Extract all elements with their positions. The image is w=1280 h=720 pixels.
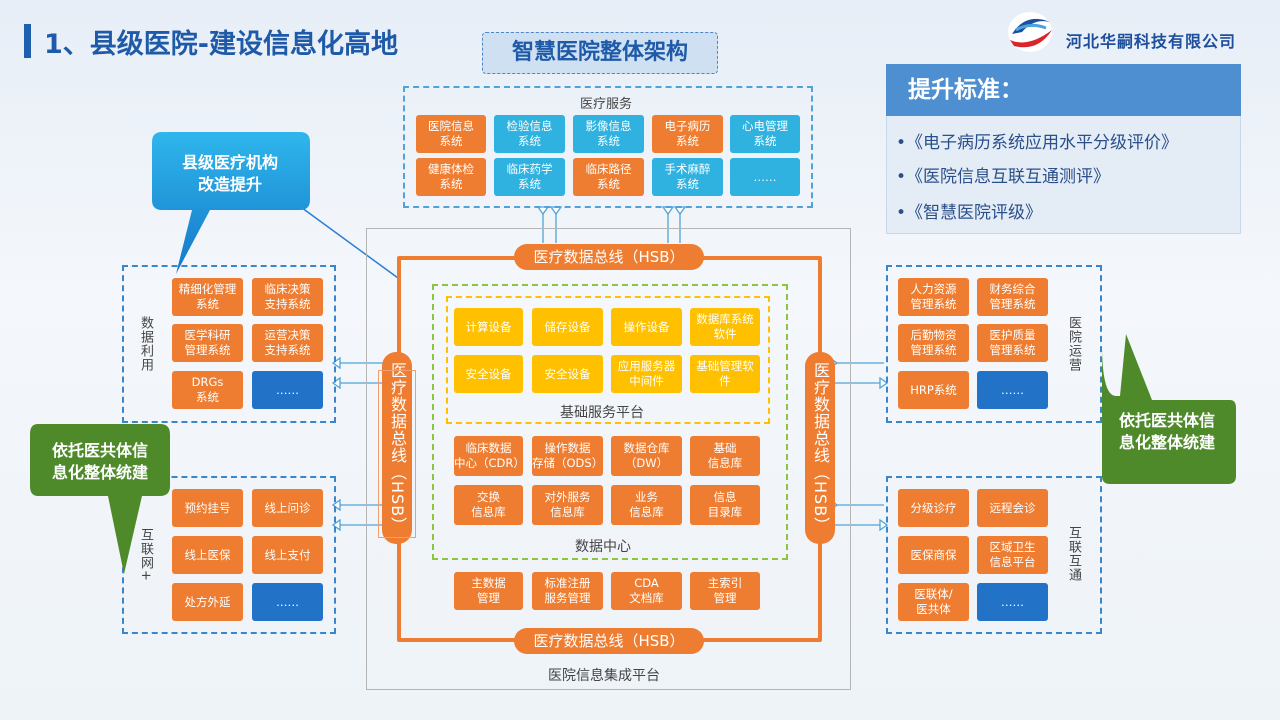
data-use-module-more[interactable]: …… [252,371,323,409]
service-module-more[interactable]: …… [730,158,800,196]
interoperability-group [886,476,1102,634]
base-service-platform-label: 基础服务平台 [560,405,644,421]
standard-item: •《医院信息互联互通测评》 [896,167,1111,187]
company-name: 河北华嗣科技有限公司 [1066,32,1237,51]
internet-plus-module[interactable]: 预约挂号 [172,489,243,527]
internet-plus-module[interactable]: 线上问诊 [252,489,323,527]
infrastructure-module[interactable]: 计算设备 [454,308,523,346]
data-repository[interactable]: 对外服务 信息库 [532,485,603,525]
medical-services-label: 医疗服务 [580,97,633,112]
internet-plus-module[interactable]: 线上支付 [252,536,323,574]
operations-module[interactable]: 医护质量 管理系统 [977,324,1048,362]
base-service-platform-group [446,296,770,424]
internet-plus-module[interactable]: 线上医保 [172,536,243,574]
left-alliance-callout-bubble [30,424,170,574]
infrastructure-module[interactable]: 储存设备 [532,308,603,346]
hospital-operations-group [886,265,1102,423]
county-callout-bubble [152,132,310,274]
standards-heading: 提升标准： [886,64,1241,116]
data-repository[interactable]: 信息 目录库 [690,485,760,525]
data-use-module[interactable]: 医学科研 管理系统 [172,324,243,362]
master-data-module[interactable]: 主数据 管理 [454,572,523,610]
interop-module-more[interactable]: …… [977,583,1048,621]
data-repository[interactable]: 业务 信息库 [611,485,682,525]
service-module[interactable]: 医院信息 系统 [416,115,486,153]
internet-plus-label: 互联网+ [138,528,153,582]
medical-services-group [403,86,813,208]
service-module[interactable]: 临床路径 系统 [573,158,644,196]
hsb-bus-top[interactable]: 医疗数据总线（HSB） [514,244,704,270]
data-use-module[interactable]: 精细化管理 系统 [172,278,243,316]
operations-module[interactable]: 财务综合 管理系统 [977,278,1048,316]
data-repository[interactable]: 操作数据 存储（ODS） [532,436,603,476]
master-data-module[interactable]: CDA 文档库 [611,572,682,610]
interop-module[interactable]: 医联体/ 医共体 [898,583,969,621]
internet-plus-module-more[interactable]: …… [252,583,323,621]
data-use-label: 数据利用 [138,316,153,372]
operations-module-more[interactable]: …… [977,371,1048,409]
infrastructure-module[interactable]: 基础管理软 件 [690,355,760,393]
architecture-banner: 智慧医院整体架构 [482,32,718,74]
page-title: 1、县级医院-建设信息化高地 [44,29,398,60]
operations-module[interactable]: HRP系统 [898,371,969,409]
interop-module[interactable]: 区域卫生 信息平台 [977,536,1048,574]
left-alliance-callout-text: 依托医共体信 息化整体统建 [51,441,148,482]
standard-item: •《智慧医院评级》 [896,203,1043,223]
internet-plus-module[interactable]: 处方外延 [172,583,243,621]
infrastructure-module[interactable]: 数据库系统 软件 [690,308,760,346]
operations-module[interactable]: 人力资源 管理系统 [898,278,969,316]
hospital-operations-label: 医院运营 [1066,316,1081,372]
data-use-module[interactable]: DRGs 系统 [172,371,243,409]
data-repository[interactable]: 临床数据 中心（CDR） [454,436,525,476]
infrastructure-module[interactable]: 操作设备 [611,308,682,346]
master-data-module[interactable]: 标准注册 服务管理 [532,572,603,610]
hsb-bus-right[interactable]: 医疗数据总线（HSB） [805,352,835,544]
infrastructure-module[interactable]: 安全设备 [454,355,523,393]
county-callout-text: 县级医疗机构 改造提升 [181,153,278,194]
hsb-bus-bottom[interactable]: 医疗数据总线（HSB） [514,628,704,654]
service-module[interactable]: 电子病历 系统 [652,115,723,153]
infrastructure-module[interactable]: 安全设备 [532,355,603,393]
interop-module[interactable]: 远程会诊 [977,489,1048,527]
hsb-left-outline [378,370,416,538]
right-alliance-callout-text: 依托医共体信 息化整体统建 [1118,411,1215,452]
interop-module[interactable]: 分级诊疗 [898,489,969,527]
infrastructure-module[interactable]: 应用服务器 中间件 [611,355,682,393]
data-use-module[interactable]: 运营决策 支持系统 [252,324,323,362]
service-module[interactable]: 健康体检 系统 [416,158,486,196]
data-center-label: 数据中心 [575,539,631,555]
data-use-group [122,265,336,423]
master-data-module[interactable]: 主索引 管理 [690,572,760,610]
service-module[interactable]: 影像信息 系统 [573,115,644,153]
data-repository[interactable]: 数据仓库 （DW） [611,436,682,476]
data-repository[interactable]: 基础 信息库 [690,436,760,476]
operations-module[interactable]: 后勤物资 管理系统 [898,324,969,362]
service-module[interactable]: 检验信息 系统 [494,115,565,153]
service-module[interactable]: 手术麻醉 系统 [652,158,723,196]
right-alliance-callout-bubble [1102,334,1236,484]
standard-item: •《电子病历系统应用水平分级评价》 [896,133,1179,153]
service-module[interactable]: 临床药学 系统 [494,158,565,196]
title-accent-bar [24,24,31,58]
data-center-group [432,284,788,560]
integration-platform-label: 医院信息集成平台 [548,668,660,684]
data-repository[interactable]: 交换 信息库 [454,485,523,525]
integration-platform-frame [366,228,851,690]
service-module[interactable]: 心电管理 系统 [730,115,800,153]
data-use-module[interactable]: 临床决策 支持系统 [252,278,323,316]
interoperability-label: 互联互通 [1066,526,1081,582]
interop-module[interactable]: 医保商保 [898,536,969,574]
hsb-bus-left[interactable]: 医疗数据总线（HSB） [382,352,412,544]
company-logo-icon [1008,12,1052,52]
